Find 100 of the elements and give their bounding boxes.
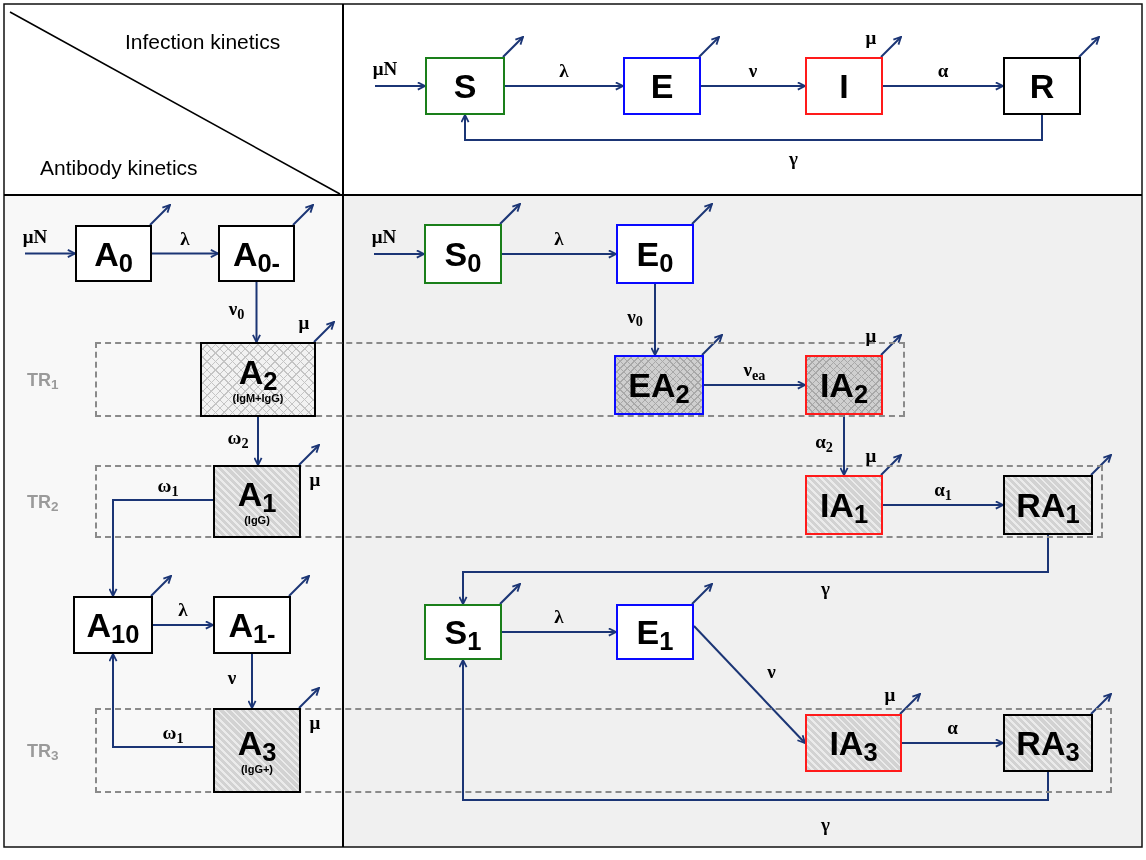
rate-label: ν$_{ea}$ — [743, 359, 766, 379]
compartment-box — [424, 224, 502, 284]
transition-arrow — [460, 114, 1043, 141]
rate-label: λ — [554, 606, 564, 626]
compartment-name: A$_{0}$ — [94, 236, 133, 271]
rate-label: μ — [309, 712, 321, 732]
rate-label: ν$_{0}$ — [627, 306, 643, 325]
compartment-name: S — [453, 69, 477, 103]
compartment-box — [623, 57, 701, 115]
compartment-name: S$_{0}$ — [444, 237, 482, 271]
rate-label: α$_{1}$ — [934, 479, 952, 499]
flow-arrow — [1090, 693, 1112, 715]
transition-arrow — [901, 738, 1004, 748]
flow-arrow — [701, 334, 723, 356]
compartment-name: IA$_{2}$ — [819, 368, 869, 402]
rate-label: μ — [865, 445, 877, 465]
rate-label: γ — [789, 148, 798, 168]
rate-label: μ — [884, 684, 896, 704]
rate-label: μN — [22, 226, 48, 245]
flow-arrow — [313, 321, 335, 343]
compartment-box — [75, 225, 152, 282]
rate-label: μN — [372, 58, 398, 78]
flow-arrow — [149, 204, 171, 226]
compartment-box — [1003, 57, 1081, 115]
rate-label: ν$_{0}$ — [228, 298, 245, 318]
flow-arrow — [24, 249, 76, 258]
rate-label: λ — [180, 228, 190, 247]
transition-arrow — [151, 249, 219, 258]
flow-arrow — [150, 575, 172, 597]
transition-arrow — [253, 416, 263, 466]
compartment-name: R — [1029, 69, 1055, 103]
compartment-box — [200, 342, 316, 417]
compartment-name: EA$_{2}$ — [628, 368, 690, 402]
rate-label: ν — [748, 60, 758, 80]
compartment-name: E$_{1}$ — [636, 615, 674, 649]
compartment-box — [213, 465, 301, 538]
transition-arrow — [152, 620, 214, 630]
rate-label: λ — [178, 599, 188, 619]
transition-arrow — [504, 81, 624, 91]
rate-label: α — [937, 60, 949, 80]
compartment-box — [213, 708, 301, 793]
rate-label: λ — [554, 228, 564, 248]
rate-label: α$_{2}$ — [815, 431, 833, 451]
compartment-box — [1003, 714, 1093, 772]
compartment-name: A$_{0-}$ — [232, 236, 281, 271]
flow-arrow — [691, 203, 713, 225]
antibody-class: (IgM+IgG) — [232, 393, 284, 404]
band-label: TR$_{1}$ — [27, 368, 59, 393]
compartment-name: RA$_{1}$ — [1016, 488, 1080, 522]
transition-arrow — [108, 653, 214, 748]
compartment-name: E$_{0}$ — [636, 237, 674, 271]
rate-label: ω$_{1}$ — [162, 722, 184, 742]
flow-arrow — [373, 249, 425, 259]
compartment-box — [424, 604, 502, 660]
flow-arrow — [288, 575, 310, 597]
compartment-box — [805, 355, 883, 415]
compartment-box — [213, 596, 291, 654]
flow-arrow — [374, 81, 426, 91]
flow-arrow — [880, 454, 902, 476]
transition-arrow — [458, 659, 1049, 801]
transition-arrow — [882, 81, 1004, 91]
compartment-name: I — [839, 69, 849, 103]
compartment-box — [805, 714, 902, 772]
compartment-name: E — [650, 69, 674, 103]
flow-arrow — [502, 36, 524, 58]
flow-arrow — [1078, 36, 1100, 58]
rate-label: μ — [298, 312, 310, 332]
compartment-name: A$_{2}$ — [238, 355, 278, 389]
compartment-name: RA$_{3}$ — [1016, 726, 1080, 760]
compartment-name: A$_{1}$ — [237, 477, 277, 511]
compartment-box — [425, 57, 505, 115]
rate-label: μ — [865, 27, 877, 47]
transition-arrow — [882, 500, 1004, 510]
rate-label: μ — [309, 469, 321, 489]
flow-arrow — [698, 36, 720, 58]
transition-arrow — [700, 81, 806, 91]
compartment-box — [616, 224, 694, 284]
transition-arrow — [501, 627, 617, 637]
compartment-box — [616, 604, 694, 660]
transition-arrow — [252, 281, 261, 343]
flow-arrow — [292, 204, 314, 226]
flow-arrow — [298, 444, 320, 466]
flow-arrow — [499, 583, 521, 605]
compartment-name: A$_{3}$ — [237, 726, 277, 760]
compartment-name: S$_{1}$ — [444, 615, 482, 649]
panel-heading: Infection kinetics — [125, 29, 281, 55]
rate-label: α — [947, 717, 958, 737]
compartment-name: A$_{10}$ — [86, 608, 140, 642]
transition-arrow — [247, 653, 257, 709]
flow-arrow — [880, 334, 902, 356]
transition-arrow — [501, 249, 617, 259]
compartment-box — [805, 475, 883, 535]
rate-label: ν — [767, 661, 776, 680]
rate-label: γ — [821, 578, 830, 598]
flow-arrow — [499, 203, 521, 225]
rate-label: μ — [865, 325, 877, 345]
compartment-box — [805, 57, 883, 115]
antibody-class: (IgG) — [244, 515, 270, 526]
compartment-box — [1003, 475, 1093, 535]
flow-arrow — [880, 36, 902, 58]
